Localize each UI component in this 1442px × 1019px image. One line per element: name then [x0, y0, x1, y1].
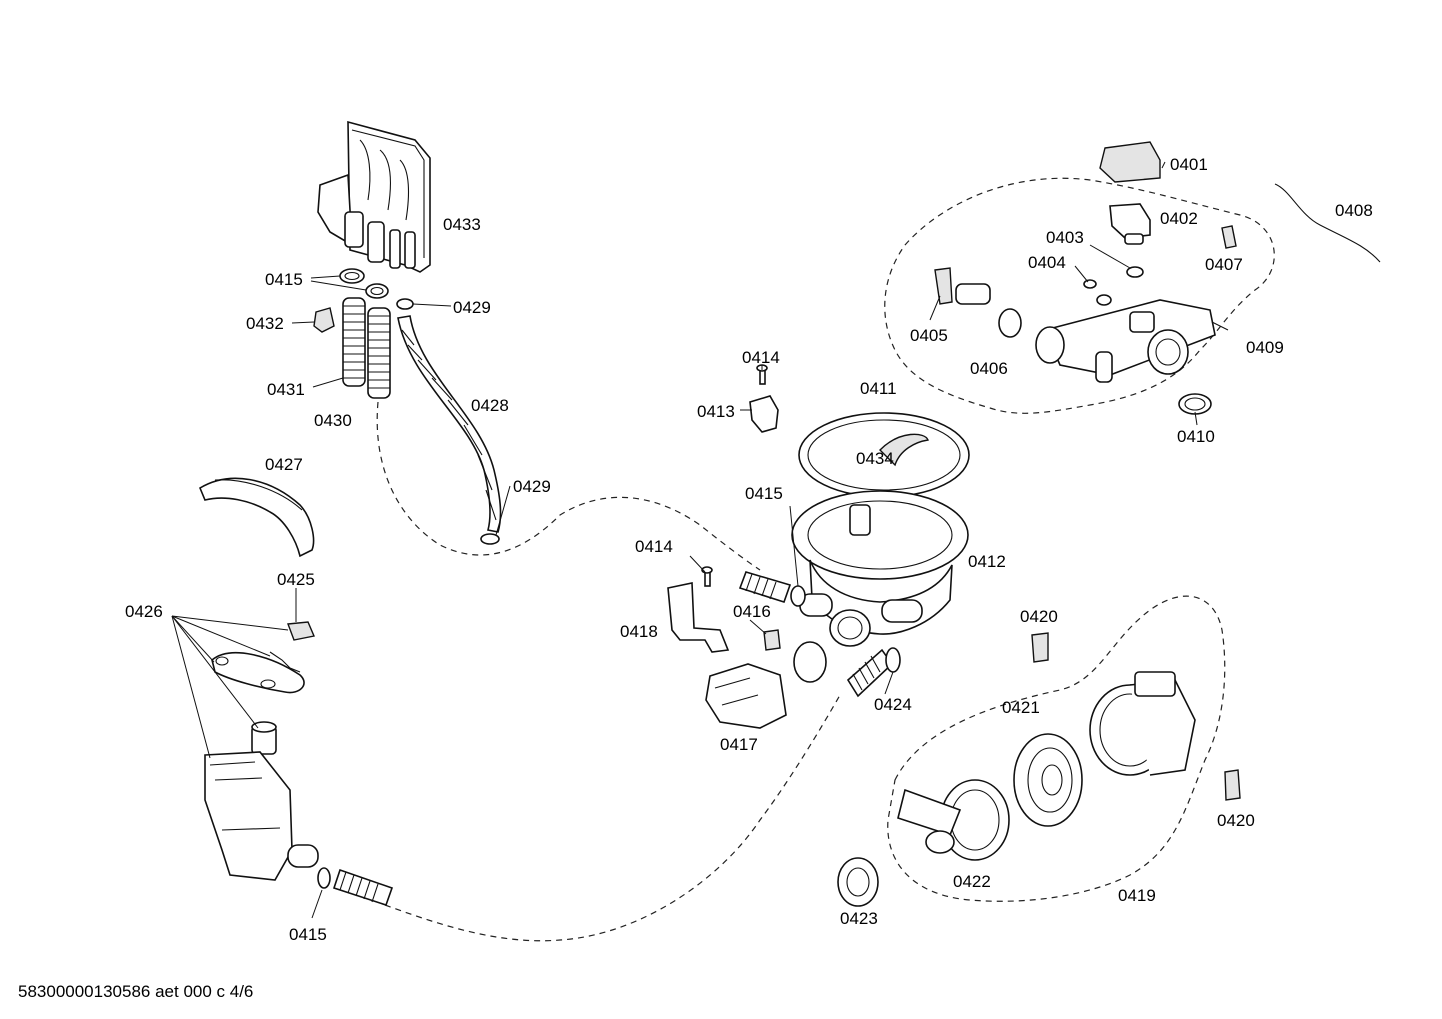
- label-0422: 0422: [953, 872, 991, 891]
- label-0410: 0410: [1177, 427, 1215, 446]
- label-0417: 0417: [720, 735, 758, 754]
- label-0416: 0416: [733, 602, 771, 621]
- label-0429-top: 0429: [453, 298, 491, 317]
- part-0412-sump: [791, 490, 969, 647]
- part-0403-ring: [1126, 266, 1144, 278]
- part-0422-pump-housing: [897, 779, 1010, 861]
- group-outline-0409: [884, 177, 1275, 414]
- label-0428: 0428: [471, 396, 509, 415]
- part-0427-cover: [198, 477, 315, 558]
- label-0426: 0426: [125, 602, 163, 621]
- label-0415-mid: 0415: [745, 484, 783, 503]
- part-0415-seal-ring-bottom: [317, 867, 331, 889]
- label-0433: 0433: [443, 215, 481, 234]
- part-0432-clip: [313, 307, 335, 333]
- part-0419-pump-motor: [1089, 671, 1196, 776]
- part-0426-lever: [211, 652, 305, 694]
- part-0405-sensor: [934, 267, 991, 305]
- part-labels: 0401 0402 0403 0404 0405 0406 0407 0408 …: [125, 155, 1373, 944]
- label-0411: 0411: [860, 379, 897, 398]
- label-0414-mid: 0414: [635, 537, 673, 556]
- part-0404-ring: [1083, 279, 1097, 289]
- part-0428-braided-hose: [397, 315, 502, 533]
- label-0415-top: 0415: [265, 270, 303, 289]
- part-0415-corrugated-connector: [332, 868, 394, 907]
- label-0401: 0401: [1170, 155, 1208, 174]
- label-0427: 0427: [265, 455, 303, 474]
- group-outline-0419: [887, 595, 1226, 902]
- label-0429-bottom: 0429: [513, 477, 551, 496]
- label-0414-top: 0414: [742, 348, 780, 367]
- part-0407-clip: [1221, 225, 1237, 249]
- label-0431: 0431: [267, 380, 305, 399]
- part-0416-clip: [763, 629, 781, 651]
- part-0426-housing: [204, 751, 319, 881]
- part-0424-seal-ring-large: [793, 641, 827, 683]
- part-0429-hose-clamp-bottom: [480, 533, 500, 545]
- label-0420-top: 0420: [1020, 607, 1058, 626]
- part-0406-o-ring: [998, 308, 1022, 338]
- part-0415-corrugated-middle: [738, 571, 806, 607]
- part-0401-cap: [1099, 141, 1161, 183]
- label-0419: 0419: [1118, 886, 1156, 905]
- part-0414-screw-mid: [701, 566, 713, 587]
- part-0434-flap: [879, 433, 929, 467]
- label-0402: 0402: [1160, 209, 1198, 228]
- label-0425: 0425: [277, 570, 315, 589]
- part-0426-wire-spring: [269, 651, 301, 673]
- part-0425-switch: [287, 621, 315, 641]
- footer-document-code: 58300000130586 aet 000 c 4/6: [18, 982, 253, 1001]
- label-0430: 0430: [314, 411, 352, 430]
- label-0408: 0408: [1335, 201, 1373, 220]
- label-0432: 0432: [246, 314, 284, 333]
- label-0403: 0403: [1046, 228, 1084, 247]
- label-0404: 0404: [1028, 253, 1066, 272]
- part-0424-corrugated: [846, 647, 901, 698]
- part-0410-clamp: [1178, 393, 1212, 415]
- label-0415-bottom: 0415: [289, 925, 327, 944]
- part-0420-clip-right: [1224, 769, 1241, 801]
- label-0413: 0413: [697, 402, 735, 421]
- label-0418: 0418: [620, 622, 658, 641]
- label-0423: 0423: [840, 909, 878, 928]
- part-0430-corrugated-hose: [367, 307, 391, 399]
- label-0405: 0405: [910, 326, 948, 345]
- part-0418-bracket: [667, 582, 730, 653]
- label-0424: 0424: [874, 695, 912, 714]
- leader-lines: [171, 161, 1229, 919]
- label-0409: 0409: [1246, 338, 1284, 357]
- part-0417-motor: [705, 663, 787, 729]
- part-0423-grommet: [837, 857, 879, 907]
- label-0406: 0406: [970, 359, 1008, 378]
- part-0433-reservoir: [317, 120, 431, 273]
- part-0429-hose-clamp-top: [396, 298, 414, 310]
- part-0404-ring-b: [1096, 294, 1112, 306]
- part-0409-manifold: [1035, 299, 1216, 383]
- label-0420-right: 0420: [1217, 811, 1255, 830]
- part-0408-wire: [1274, 183, 1381, 263]
- label-0421: 0421: [1002, 698, 1040, 717]
- hose-route-upper: [376, 401, 761, 571]
- part-0431-corrugated-hose: [342, 297, 366, 387]
- label-0407: 0407: [1205, 255, 1243, 274]
- label-0434: 0434: [856, 449, 894, 468]
- part-0402-valve: [1109, 203, 1151, 245]
- hose-route-lower: [384, 694, 841, 942]
- part-0415-seal-rings-top: [339, 268, 389, 299]
- part-0413-bracket: [749, 395, 779, 433]
- part-0421-volute: [1013, 733, 1083, 827]
- label-0412: 0412: [968, 552, 1006, 571]
- part-0426-cylinder: [251, 721, 277, 755]
- part-0420-clip-top: [1031, 632, 1049, 663]
